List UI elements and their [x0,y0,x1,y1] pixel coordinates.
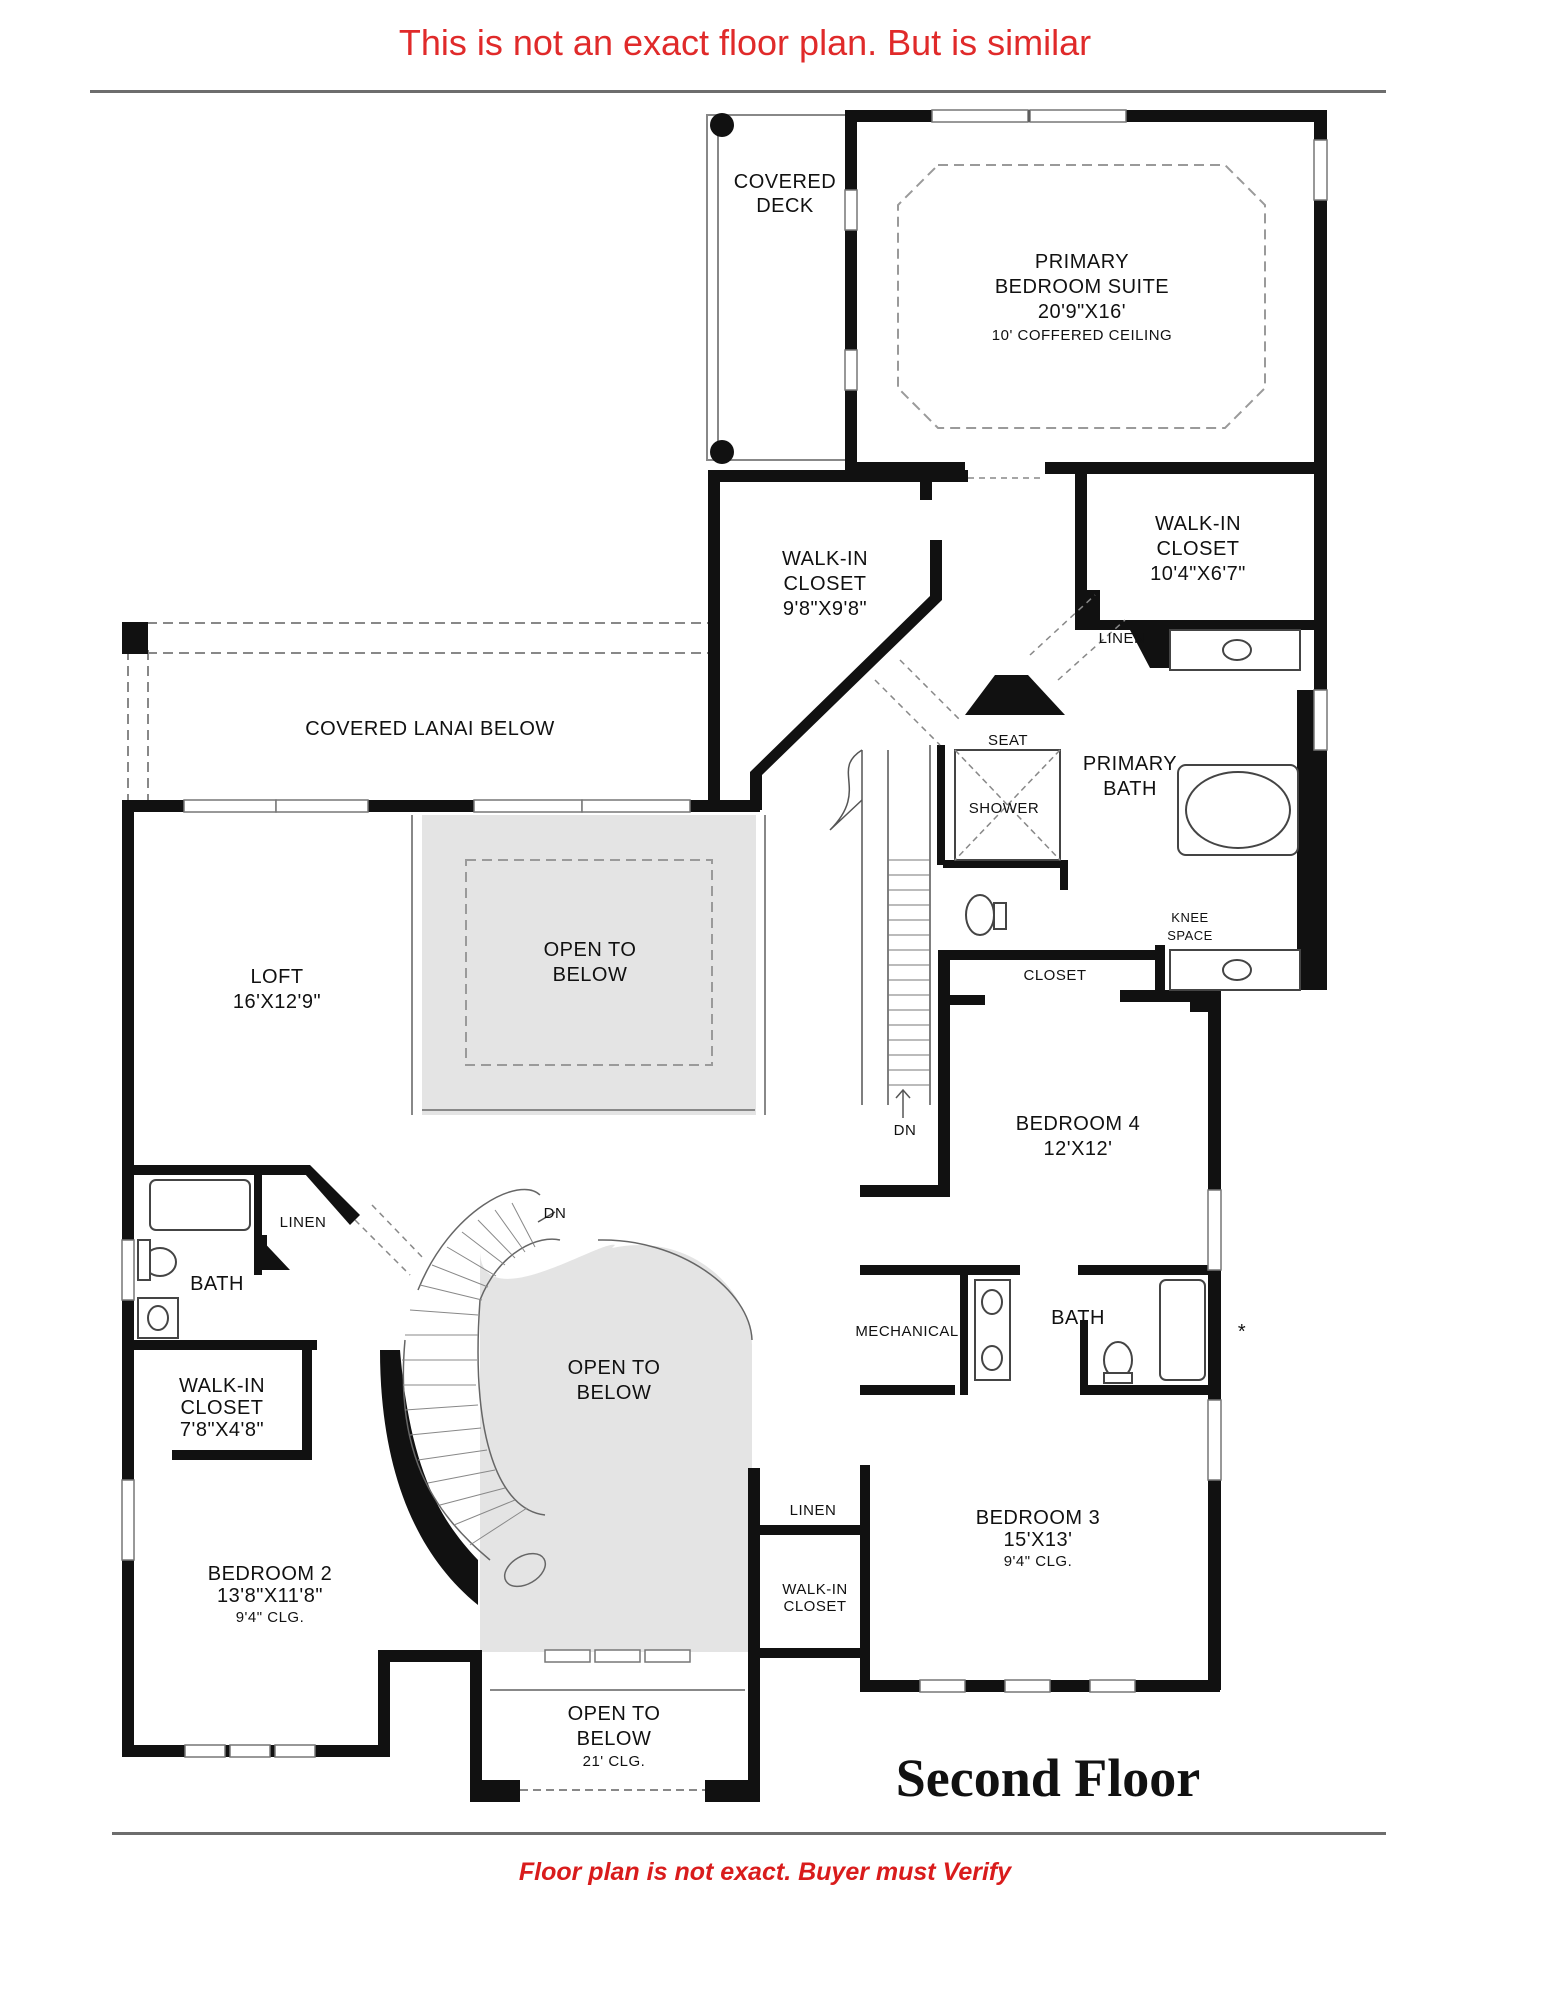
covered-lanai-label: COVERED LANAI BELOW [305,718,555,740]
seat-label: SEAT [988,732,1028,749]
walkin-closet-a-size: 9'8"X9'8" [783,598,867,620]
walkin-closet-c-label-2: CLOSET [180,1397,263,1419]
open-below-3-note: 21' CLG. [583,1753,646,1770]
bath-right-label: BATH [1051,1307,1105,1329]
walkin-closet-d-label-1: WALK-IN [782,1581,847,1598]
coffered-ceiling-outline [897,164,1266,429]
walkin-closet-b-size: 10'4"X6'7" [1150,563,1246,585]
walkin-closet-c-label-1: WALK-IN [179,1375,265,1397]
bedroom-2-note: 9'4" CLG. [236,1609,305,1626]
bedroom-2-size: 13'8"X11'8" [217,1585,323,1607]
disclaimer-header: This is not an exact floor plan. But is … [398,22,1092,63]
walkin-closet-a-label-2: CLOSET [783,573,866,595]
left-tub [149,1179,251,1231]
open-below-3-label-1: OPEN TO [568,1703,661,1725]
top-divider [90,90,1386,93]
room-labels: COVERED DECK PRIMARY BEDROOM SUITE 20'9"… [179,171,1246,1770]
bedroom-2-label: BEDROOM 2 [208,1563,333,1585]
open-below-3-label-2: BELOW [577,1728,652,1750]
bottom-divider [112,1832,1386,1835]
bedroom-4-label: BEDROOM 4 [1016,1113,1141,1135]
disclaimer-footer: Floor plan is not exact. Buyer must Veri… [518,1858,1012,1886]
primary-bedroom-size: 20'9"X16' [1038,301,1126,323]
linen-left-label: LINEN [280,1214,327,1231]
right-tub [1159,1279,1206,1381]
open-below-lower-fill [480,1440,750,1652]
open-below-1-label-2: BELOW [553,964,628,986]
open-below-2-label-2: BELOW [577,1382,652,1404]
primary-bedroom-note: 10' COFFERED CEILING [992,327,1172,344]
shower-label: SHOWER [969,800,1040,817]
primary-tub-basin [1185,771,1291,849]
walkin-closet-c-size: 7'8"X4'8" [180,1419,264,1441]
open-below-2-label-1: OPEN TO [568,1357,661,1379]
curved-staircase [402,1188,753,1588]
walkin-closet-d-label-2: CLOSET [783,1598,846,1615]
primary-bath-label-1: PRIMARY [1083,753,1177,775]
open-below-upper-fill [422,815,756,1115]
closet-label: CLOSET [1023,967,1086,984]
primary-bedroom-label-1: PRIMARY [1035,251,1129,273]
bedroom-4-size: 12'X12' [1044,1138,1113,1160]
door-openings [354,477,1126,1276]
primary-bedroom-label-2: BEDROOM SUITE [995,276,1169,298]
walkin-closet-b-label-2: CLOSET [1156,538,1239,560]
fixtures [137,629,1301,1384]
open-below-1-label-1: OPEN TO [544,939,637,961]
covered-deck-label-2: DECK [756,195,814,217]
dn-label-1: DN [894,1122,917,1139]
bedroom-3-size: 15'X13' [1004,1529,1073,1551]
open-below-areas [422,815,756,1652]
bedroom-3-label: BEDROOM 3 [976,1507,1101,1529]
windows [121,109,1328,1758]
covered-deck-label-1: COVERED [734,171,836,193]
loft-label: LOFT [250,966,303,988]
plan-title: Second Floor [896,1748,1201,1808]
walkin-closet-b-label-1: WALK-IN [1155,513,1241,535]
knee-space-label-1: KNEE [1171,910,1208,925]
mechanical-label: MECHANICAL [855,1323,958,1340]
loft-size: 16'X12'9" [233,991,321,1013]
dn-label-2: DN [544,1205,567,1222]
walkin-closet-a-label-1: WALK-IN [782,548,868,570]
asterisk-label: * [1238,1321,1246,1343]
straight-staircase [829,745,931,1118]
linen-center-label: LINEN [790,1502,837,1519]
primary-bath-label-2: BATH [1103,778,1157,800]
linen-primary-label: LINEN [1099,630,1146,647]
bedroom-3-note: 9'4" CLG. [1004,1553,1073,1570]
primary-toilet [965,894,995,936]
knee-space-label-2: SPACE [1167,928,1213,943]
bath-left-label: BATH [190,1273,244,1295]
